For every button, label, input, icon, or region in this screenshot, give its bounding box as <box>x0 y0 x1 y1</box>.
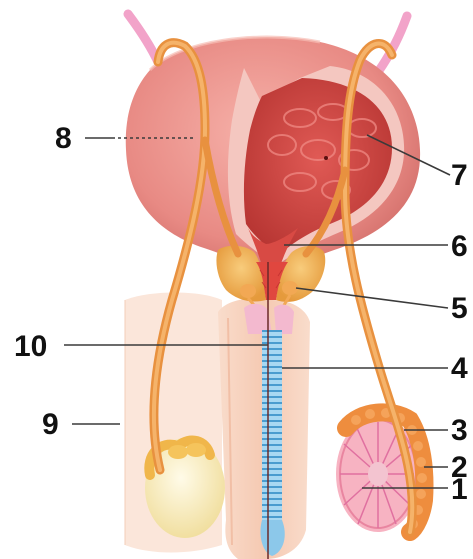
label-8: 8 <box>55 122 72 155</box>
label-10: 10 <box>14 330 47 363</box>
label-6: 6 <box>451 230 468 263</box>
label-5: 5 <box>451 292 468 325</box>
label-7: 7 <box>451 159 468 192</box>
leader-5 <box>296 288 448 308</box>
label-9: 9 <box>42 408 59 441</box>
label-1: 1 <box>451 473 468 506</box>
label-3: 3 <box>451 414 468 447</box>
urethral-bulb-right <box>274 305 294 334</box>
label-4: 4 <box>451 352 468 385</box>
